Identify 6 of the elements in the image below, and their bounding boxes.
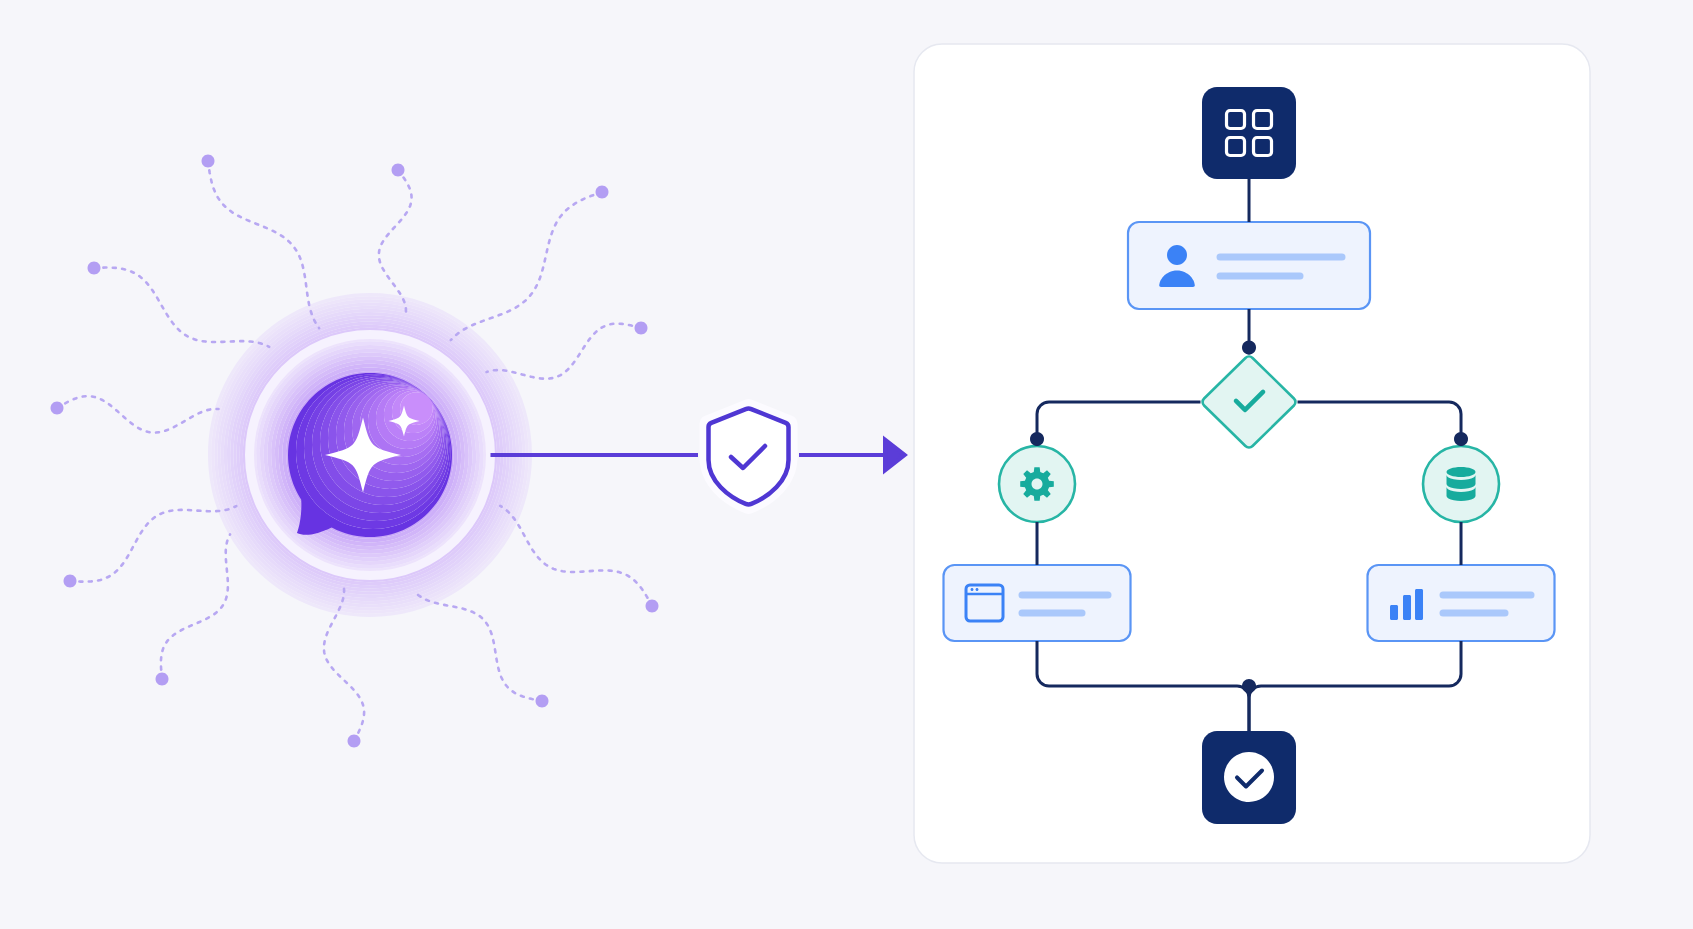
connector-line (490, 452, 698, 458)
connector-line (1247, 641, 1463, 731)
connector-line (1459, 522, 1463, 565)
shield-check-icon (699, 399, 798, 514)
connector-line (1035, 522, 1039, 565)
connector-line (1247, 179, 1251, 222)
